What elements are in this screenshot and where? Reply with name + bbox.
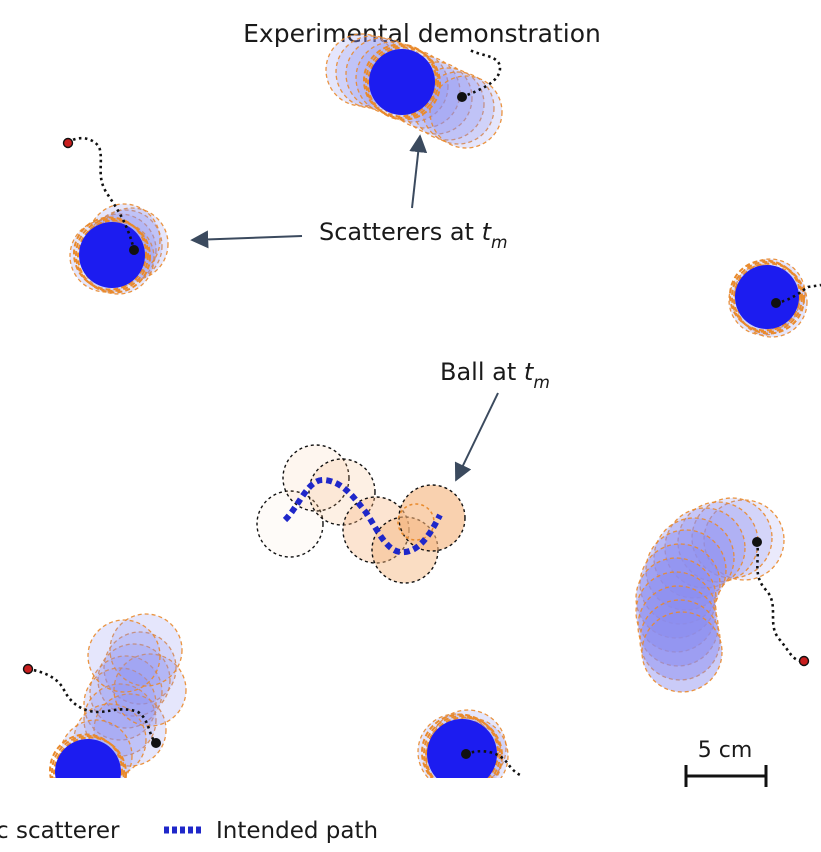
scatterer-ghost [653,517,735,599]
ball-annotation: Ball at tm [440,358,550,393]
scatterer-outline [365,45,439,119]
scatterer-group [417,709,509,778]
scatterer-ghost [703,499,785,581]
start-marker [62,137,74,149]
legend-path-label: Intended path [216,818,378,844]
scatterer-outline [731,261,803,333]
position-dot [457,92,467,102]
scatterer-ghost [103,631,177,705]
start-marker [22,663,34,675]
position-dot [151,738,161,748]
scatterer-ghost [691,497,773,579]
scatterer-outline [733,262,805,335]
arrow-to-top-scatterer [409,134,428,209]
scale-bar-label: 5 cm [698,738,753,763]
scatterer-body [55,739,121,778]
trajectory-bottom-left [27,667,158,744]
scatterers-annotation: Scatterers at tm [319,218,508,253]
intended-path [282,477,443,556]
scatterer-ghost [639,543,721,625]
scatterer-outline [367,46,441,121]
scatterer-ghost [87,619,161,693]
scatterer-ghost [635,557,717,639]
scatterer-body [369,49,435,115]
scatterer-ghost [429,75,503,149]
scatterer-ghost [641,611,723,693]
arrow-to-left-scatterer [190,230,303,249]
scatterer-ghost [637,585,719,667]
trajectory-right [775,283,821,305]
scatterer-outline [729,259,801,332]
trajectory-start-markers [22,137,810,675]
scatterer-ghost [664,507,746,589]
scatterer-outline [73,216,147,291]
scatterer-body [79,222,145,288]
ball-snapshot [398,484,466,552]
scatterer-ghost [83,667,157,741]
position-dot [771,298,781,308]
scatterer-ghost [109,613,183,687]
ball-snapshot [282,444,350,512]
scatterer-outline [425,716,503,778]
trajectory-bottom-center [465,750,523,778]
scatterer-outline [363,43,437,118]
ball-snapshot [256,490,324,558]
scatterer-group [49,613,187,778]
ball-snapshot [308,458,376,526]
scatterer-body [427,719,497,778]
scatterer-body [735,265,799,329]
arrow-to-ball [454,392,499,482]
trajectory-top [461,48,502,99]
legend-scatterer-label: c scatterer [0,818,120,844]
start-marker [798,655,810,667]
scatterer-outline [77,219,151,294]
scatterer-positions [129,92,781,759]
figure-title: Experimental demonstration [243,19,601,48]
scatterer-trajectories [27,48,821,778]
scatterer-outline [49,733,123,778]
scatterer-group [69,203,169,295]
scatterer-ghost [645,529,727,611]
scatterers-layer [49,33,808,778]
trajectory-bottom-right [755,541,805,663]
legend: c scatterer Intended path [0,818,378,844]
scatterer-group [728,258,808,338]
scale-bar: 5 cm [684,738,768,787]
scatterer-outline [421,713,499,778]
ball-snapshots [256,444,466,584]
scatterer-group [325,33,503,149]
position-dot [129,245,139,255]
position-dot [752,537,762,547]
scatterer-outline [75,218,149,292]
scatterer-outline [53,736,127,778]
scatterer-group [635,497,785,693]
scatterer-outline [423,715,501,778]
scatterer-outline [51,735,125,778]
position-dot [461,749,471,759]
